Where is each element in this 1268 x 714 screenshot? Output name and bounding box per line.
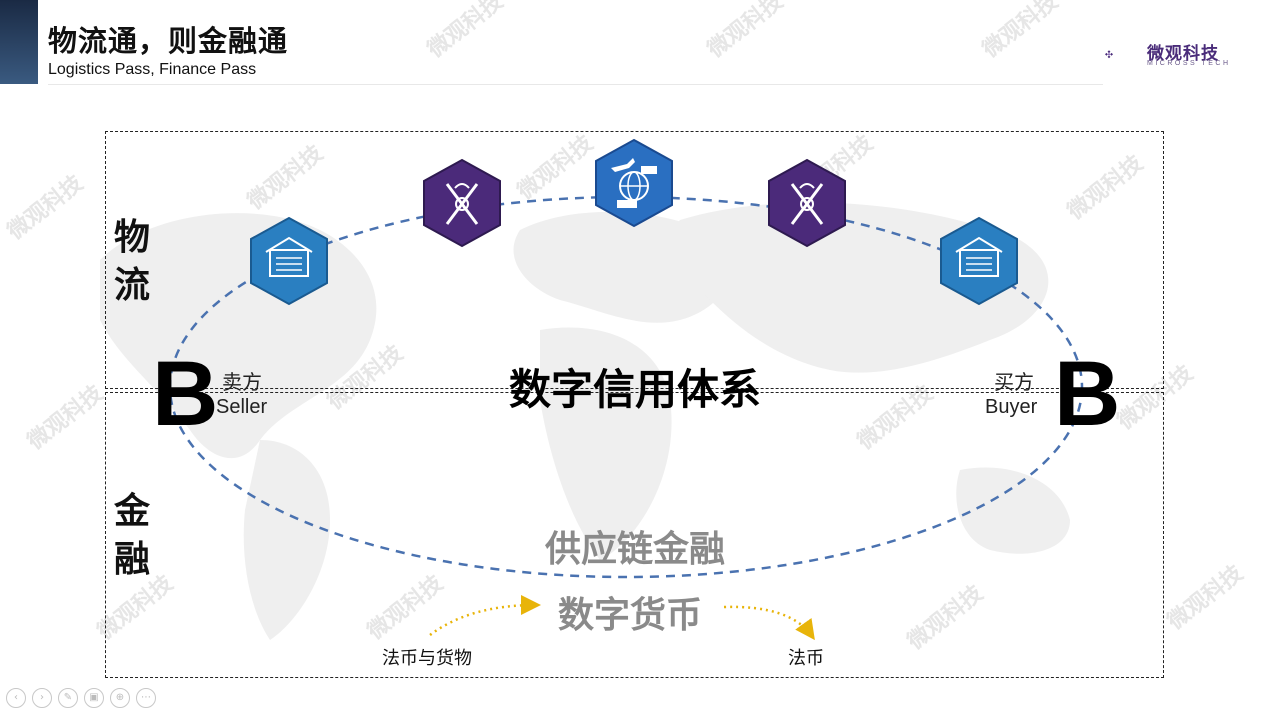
finance-label: 金融 [114,491,151,580]
page-title: 物流通，则金融通 [48,24,289,58]
seller-label-zh: 卖方 [222,370,262,394]
fiat-and-goods-label: 法币与货物 [382,648,472,669]
warehouse-icon [250,216,328,306]
next-slide-icon[interactable]: › [32,688,52,708]
previous-slide-icon[interactable]: ‹ [6,688,26,708]
pen-icon[interactable]: ✎ [58,688,78,708]
digital-credit-system-label: 数字信用体系 [508,365,761,414]
transport-globe-icon [595,138,673,228]
brand-name: 微观科技 [1147,44,1219,64]
supply-chain-finance-label: 供应链金融 [544,529,725,570]
buyer-label-en: Buyer [985,396,1038,418]
customs-icon [423,158,501,248]
zoom-icon[interactable]: ⊕ [110,688,130,708]
logistics-region [105,131,1164,389]
finance-region [105,392,1164,678]
seller-letter: B [152,343,219,445]
background-world-map [100,202,1070,640]
digital-currency-label: 数字货币 [557,595,702,636]
header-accent-bar [0,0,38,84]
seller-label-en: Seller [216,396,268,418]
page-subtitle: Logistics Pass, Finance Pass [48,61,257,78]
logistics-label: 物流 [114,217,151,306]
fiat-label: 法币 [788,648,824,669]
header-divider [48,84,1103,85]
brand-subtitle: MICROSS TECH [1147,60,1231,67]
customs-icon [768,158,846,248]
more-options-icon[interactable]: ⋯ [136,688,156,708]
slides-icon[interactable]: ▣ [84,688,104,708]
buyer-label-zh: 买方 [994,370,1034,394]
brand-logo-icon [1105,50,1113,59]
buyer-letter: B [1054,343,1121,445]
warehouse-icon [940,216,1018,306]
